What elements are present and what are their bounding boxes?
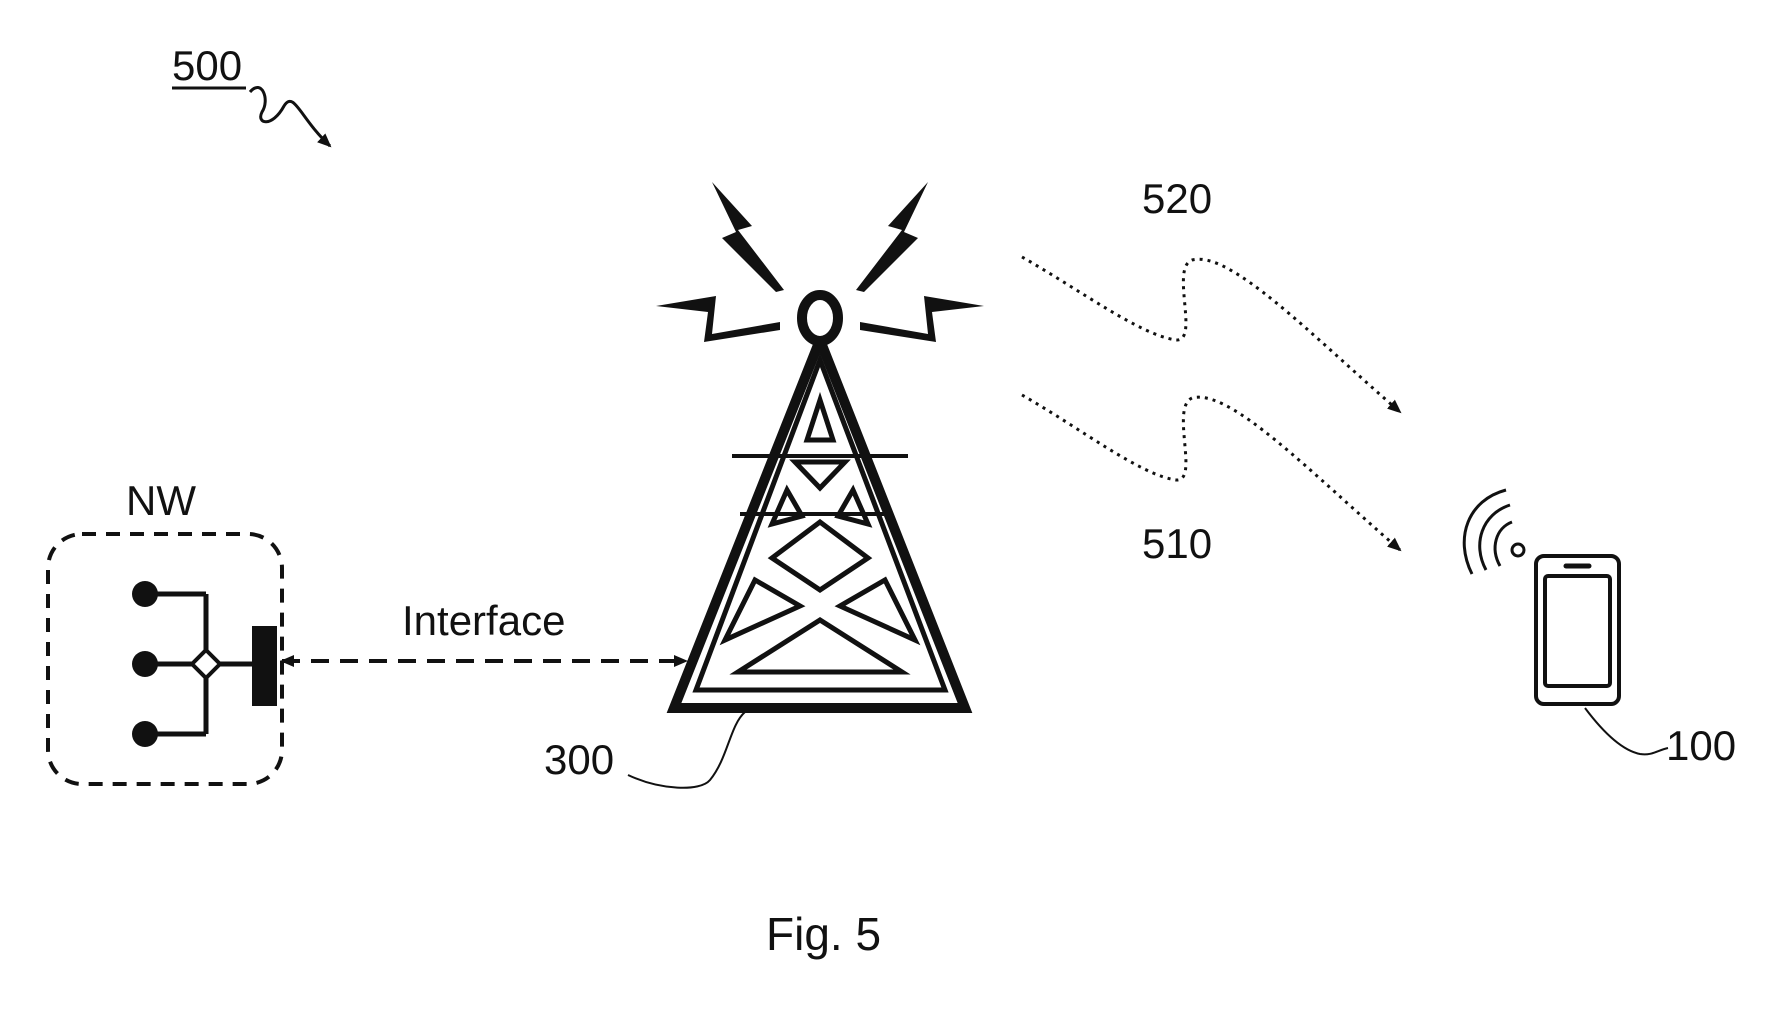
uplink-signal: 510 — [1021, 393, 1402, 567]
terminal: 100 — [1462, 488, 1736, 769]
lightning-icon — [656, 182, 984, 342]
terminal-leader-line — [1584, 707, 1669, 756]
base-station-leader-line — [627, 711, 746, 789]
system-reference-arrow — [248, 86, 332, 148]
network-boundary — [46, 532, 284, 786]
network-node: NW — [46, 477, 284, 786]
terminal-label: 100 — [1666, 722, 1736, 769]
interface-label: Interface — [402, 597, 565, 644]
system-label-group: 500 — [172, 42, 332, 148]
network-label: NW — [126, 477, 196, 524]
downlink-signal-label: 520 — [1142, 175, 1212, 222]
base-station: 300 — [544, 182, 984, 789]
system-label: 500 — [172, 42, 242, 89]
antenna-tower-icon — [666, 290, 973, 713]
uplink-signal-label: 510 — [1142, 520, 1212, 567]
mobile-phone-icon — [1534, 554, 1621, 706]
interface-link: Interface — [280, 597, 688, 667]
wifi-waves-icon — [1462, 488, 1526, 575]
base-station-label: 300 — [544, 736, 614, 783]
uplink-signal-arrow — [1021, 393, 1402, 552]
downlink-signal: 520 — [1021, 175, 1402, 414]
downlink-signal-arrow — [1021, 255, 1402, 414]
network-node-icon — [132, 581, 277, 747]
figure-caption: Fig. 5 — [766, 908, 881, 960]
